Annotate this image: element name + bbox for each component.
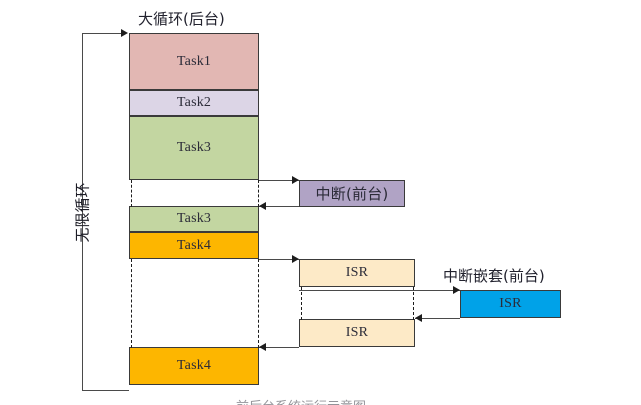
figure-caption: 前后台系统运行示意图 <box>236 396 366 405</box>
dash-isr-right <box>413 287 414 320</box>
exit-isr-nested-arrowhead-icon <box>415 314 422 322</box>
enter-isr-nested-line <box>299 290 460 291</box>
task2-block: Task2 <box>129 90 259 116</box>
loop-top-line <box>82 33 123 34</box>
enter-interrupt-arrowhead-icon <box>292 176 299 184</box>
task3-block: Task3 <box>129 116 259 180</box>
isr-second-block: ISR <box>299 319 415 347</box>
exit-interrupt-line <box>259 206 299 207</box>
background-section-title: 大循环(后台) <box>138 10 225 28</box>
enter-isr-nested-arrowhead-icon <box>453 286 460 294</box>
enter-isr-arrowhead-icon <box>292 255 299 263</box>
isr-nested-block: ISR <box>460 290 561 318</box>
loop-arrow-icon <box>121 29 128 37</box>
loop-left-line <box>82 33 83 390</box>
infinite-loop-label: 无限循环 <box>73 182 92 243</box>
task4-block: Task4 <box>129 232 259 259</box>
dash-task4-right <box>258 259 259 348</box>
exit-isr-line <box>259 347 299 348</box>
nested-interrupt-section-title: 中断嵌套(前台) <box>443 267 545 285</box>
enter-isr-line <box>259 259 299 260</box>
task1-block: Task1 <box>129 33 259 90</box>
gap-isr <box>129 259 259 347</box>
task3-resume-block: Task3 <box>129 206 259 232</box>
gap-isr-nested <box>299 287 415 319</box>
interrupt-block: 中断(前台) <box>299 180 405 207</box>
exit-interrupt-arrowhead-icon <box>259 202 266 210</box>
dash-task-right <box>258 180 259 207</box>
dash-task-left <box>131 180 132 207</box>
dash-task4-left <box>131 259 132 348</box>
loop-bottom-line <box>82 390 129 391</box>
enter-interrupt-line <box>259 180 299 181</box>
task4-resume-block: Task4 <box>129 347 259 385</box>
gap-interrupt <box>129 180 259 206</box>
exit-isr-nested-line <box>415 318 460 319</box>
exit-isr-arrowhead-icon <box>259 343 266 351</box>
isr-first-block: ISR <box>299 259 415 287</box>
dash-isr-left <box>301 287 302 320</box>
